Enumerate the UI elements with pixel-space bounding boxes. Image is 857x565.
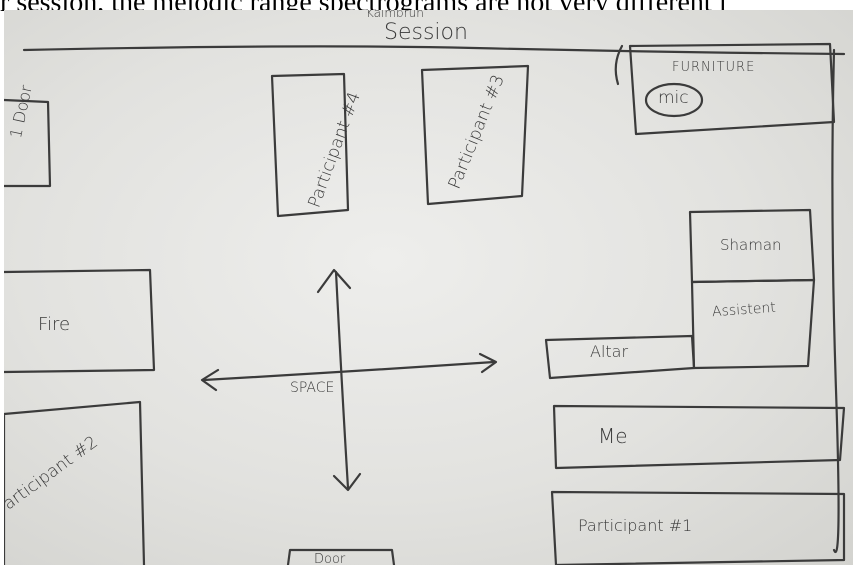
space-horizontal-arrow [202, 360, 496, 382]
space-arrowhead-left [200, 368, 220, 392]
top-wall-line [22, 45, 846, 56]
participant-1-box [550, 490, 846, 565]
mic-ellipse [644, 82, 704, 118]
me-label: Me [598, 424, 628, 448]
fire-label: Fire [38, 314, 71, 335]
furniture-box [628, 42, 836, 136]
altar-box [544, 334, 696, 380]
sketch-paper: Kaimbrun Session 1 Door Participant #4 P… [4, 10, 853, 565]
floor-plan-sketch [4, 42, 846, 565]
door-bottom-box [286, 548, 396, 565]
mic-label: mic [658, 88, 689, 108]
participant-2-box [4, 400, 146, 565]
space-arrowhead-down [332, 472, 362, 492]
door-bottom-label: Door [314, 552, 346, 565]
space-arrowhead-right [478, 352, 498, 374]
space-label: SPACE [290, 380, 335, 396]
session-title: Session [384, 20, 468, 45]
participant-3-box [420, 64, 530, 206]
furniture-curve [614, 44, 624, 86]
fire-box [4, 268, 156, 374]
participant-4-box [270, 72, 350, 218]
altar-label: Altar [590, 342, 629, 361]
door-left-box [4, 98, 52, 188]
right-wall-line [831, 48, 840, 553]
participant-1-label: Participant #1 [578, 516, 693, 535]
furniture-label: FURNITURE [672, 60, 756, 75]
me-box [552, 404, 846, 470]
space-vertical-arrow [334, 270, 350, 490]
shaman-label: Shaman [720, 236, 782, 254]
assistant-box [690, 278, 816, 370]
space-arrowhead-up [316, 268, 352, 294]
header-scribble: Kaimbrun [366, 10, 424, 20]
